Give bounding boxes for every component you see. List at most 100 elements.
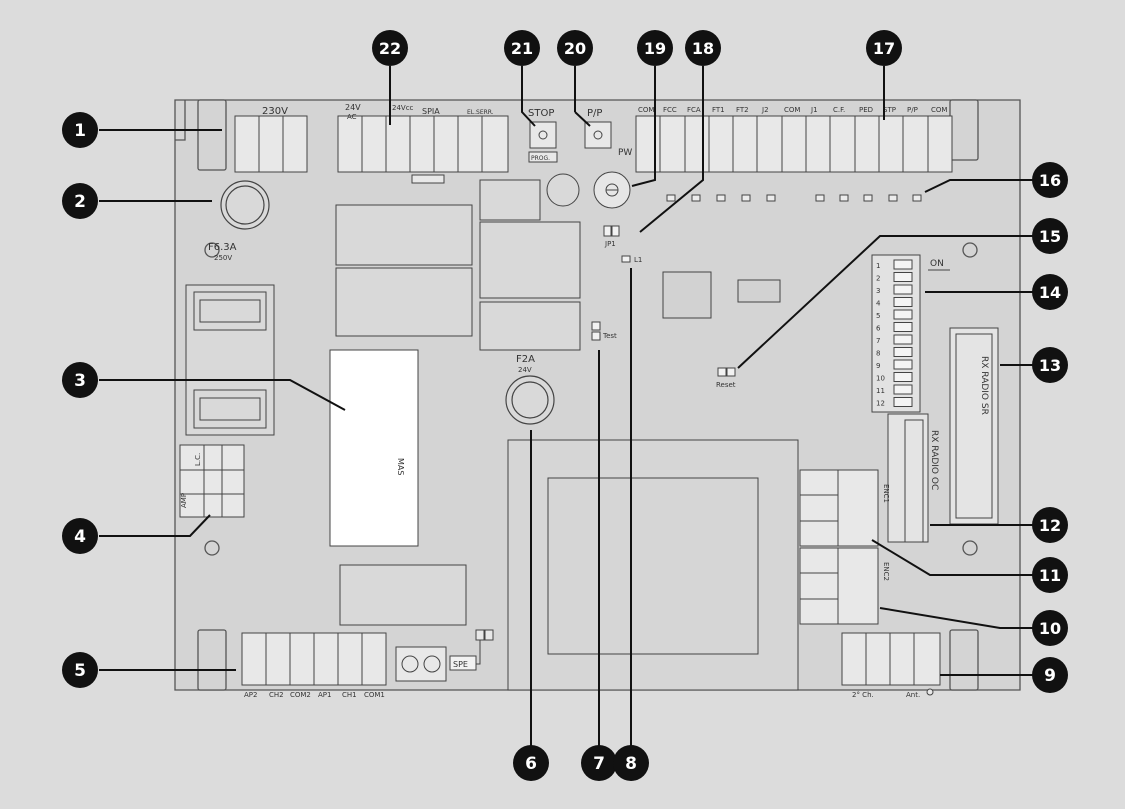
callout-2: 2 [62,183,98,219]
callout-10: 10 [1032,610,1068,646]
fuse2-label: F2A [516,354,535,365]
rx-radio-sr-slot: RX RADIO SR [949,327,999,525]
callout-21: 21 [504,30,540,66]
status-led-row [666,194,922,202]
encoder-terminal-2: ENC2 [799,547,890,625]
rx-oc-label: RX RADIO OC [929,430,939,490]
callout-16-label: 16 [1039,171,1061,190]
callout-17-label: 17 [873,39,895,58]
callout-leaders [99,66,1035,750]
stop-label: STOP [528,108,554,119]
label-24vcc: 24Vcc [392,104,414,112]
callouts: 1 2 3 4 5 6 7 8 9 10 11 12 13 14 15 16 1… [62,30,1068,781]
callout-5: 5 [62,652,98,688]
power-terminal-230v: 230V [234,106,308,173]
dip-switch-11 [893,384,913,395]
callout-6-label: 6 [525,754,537,774]
dip-number-4: 4 [876,300,881,308]
l1-label: L1 [634,256,642,264]
callout-22-label: 22 [379,39,401,58]
dip-switch-7 [893,334,913,345]
term-label-7: J1 [810,106,818,114]
callout-13-label: 13 [1039,356,1061,375]
fuse1-label: F6.3A [208,242,237,253]
enc2-label: ENC2 [882,562,890,581]
dip-number-7: 7 [876,337,880,345]
dip-number-8: 8 [876,350,880,358]
enc1-label: ENC1 [882,484,890,503]
callout-8: 8 [613,745,649,781]
ant-label: Ant. [906,691,920,699]
dip-switch-10 [893,372,913,382]
term-label-1: FCC [663,106,677,114]
motor-connector [185,284,275,436]
dip-number-2: 2 [876,275,880,283]
pot-label: PW [618,148,632,158]
ch2-label: 2° Ch. [852,691,874,699]
callout-14: 14 [1032,274,1068,310]
label-el-serr: EL.SERR. [467,109,494,116]
capacitor-block [339,564,467,626]
label-spia: SPIA [422,107,440,116]
mas-label: MAS [396,458,405,475]
bottom-label-1: CH2 [269,691,284,699]
dip-number-9: 9 [876,362,880,370]
callout-9: 9 [1032,657,1068,693]
amp-label: AMP [180,493,188,508]
callout-22: 22 [372,30,408,66]
bottom-label-4: CH1 [342,691,357,699]
callout-3-label: 3 [74,371,86,391]
callout-15: 15 [1032,218,1068,254]
callout-20-label: 20 [564,39,586,58]
bottom-label-2: COM2 [290,691,311,699]
callout-9-label: 9 [1044,666,1056,686]
potentiometer-pw: PW [593,148,632,209]
antenna-terminal: 2° Ch. Ant. [841,632,941,699]
callout-2-label: 2 [74,192,86,212]
callout-21-label: 21 [511,39,533,58]
dip-switch-3 [893,284,913,295]
lc-amp-terminal: L.C. AMP [179,444,245,518]
dip-on-label: ON [930,259,944,269]
term-label-9: PED [859,106,873,114]
callout-19-label: 19 [644,39,666,58]
term-label-11: P/P [907,106,918,114]
callout-19: 19 [637,30,673,66]
stop-button: STOP PROG. [528,108,558,163]
dip-switch-5 [893,309,913,320]
motor-terminal-strip [241,632,387,686]
callout-8-label: 8 [625,754,637,774]
dip-number-12: 12 [876,400,885,408]
callout-20: 20 [557,30,593,66]
fuse1-voltage: 250V [214,254,232,262]
term-label-5: J2 [761,106,769,114]
dip-number-1: 1 [876,262,880,270]
transformer [507,439,799,691]
callout-6: 6 [513,745,549,781]
pp-label: P/P [587,108,602,119]
callout-17: 17 [866,30,902,66]
term-label-6: COM [784,106,800,114]
callout-13: 13 [1032,347,1068,383]
test-jumper: Test [591,321,617,341]
prog-label: PROG. [531,155,550,162]
label-230v: 230V [262,106,288,117]
callout-16: 16 [1032,162,1068,198]
dip-switch-8 [893,347,913,357]
dip-number-5: 5 [876,312,880,320]
term-label-3: FT1 [712,106,725,114]
dip-number-11: 11 [876,387,885,395]
reset-label: Reset [716,381,736,389]
term-label-12: COM [931,106,947,114]
callout-14-label: 14 [1039,283,1061,302]
dip-switch-9 [893,359,913,370]
term-label-10: STP [883,106,896,114]
dip-switch-6 [893,322,913,332]
mas-module: MAS [329,349,419,547]
dip-number-3: 3 [876,287,880,295]
dip-switch-2 [893,272,913,282]
